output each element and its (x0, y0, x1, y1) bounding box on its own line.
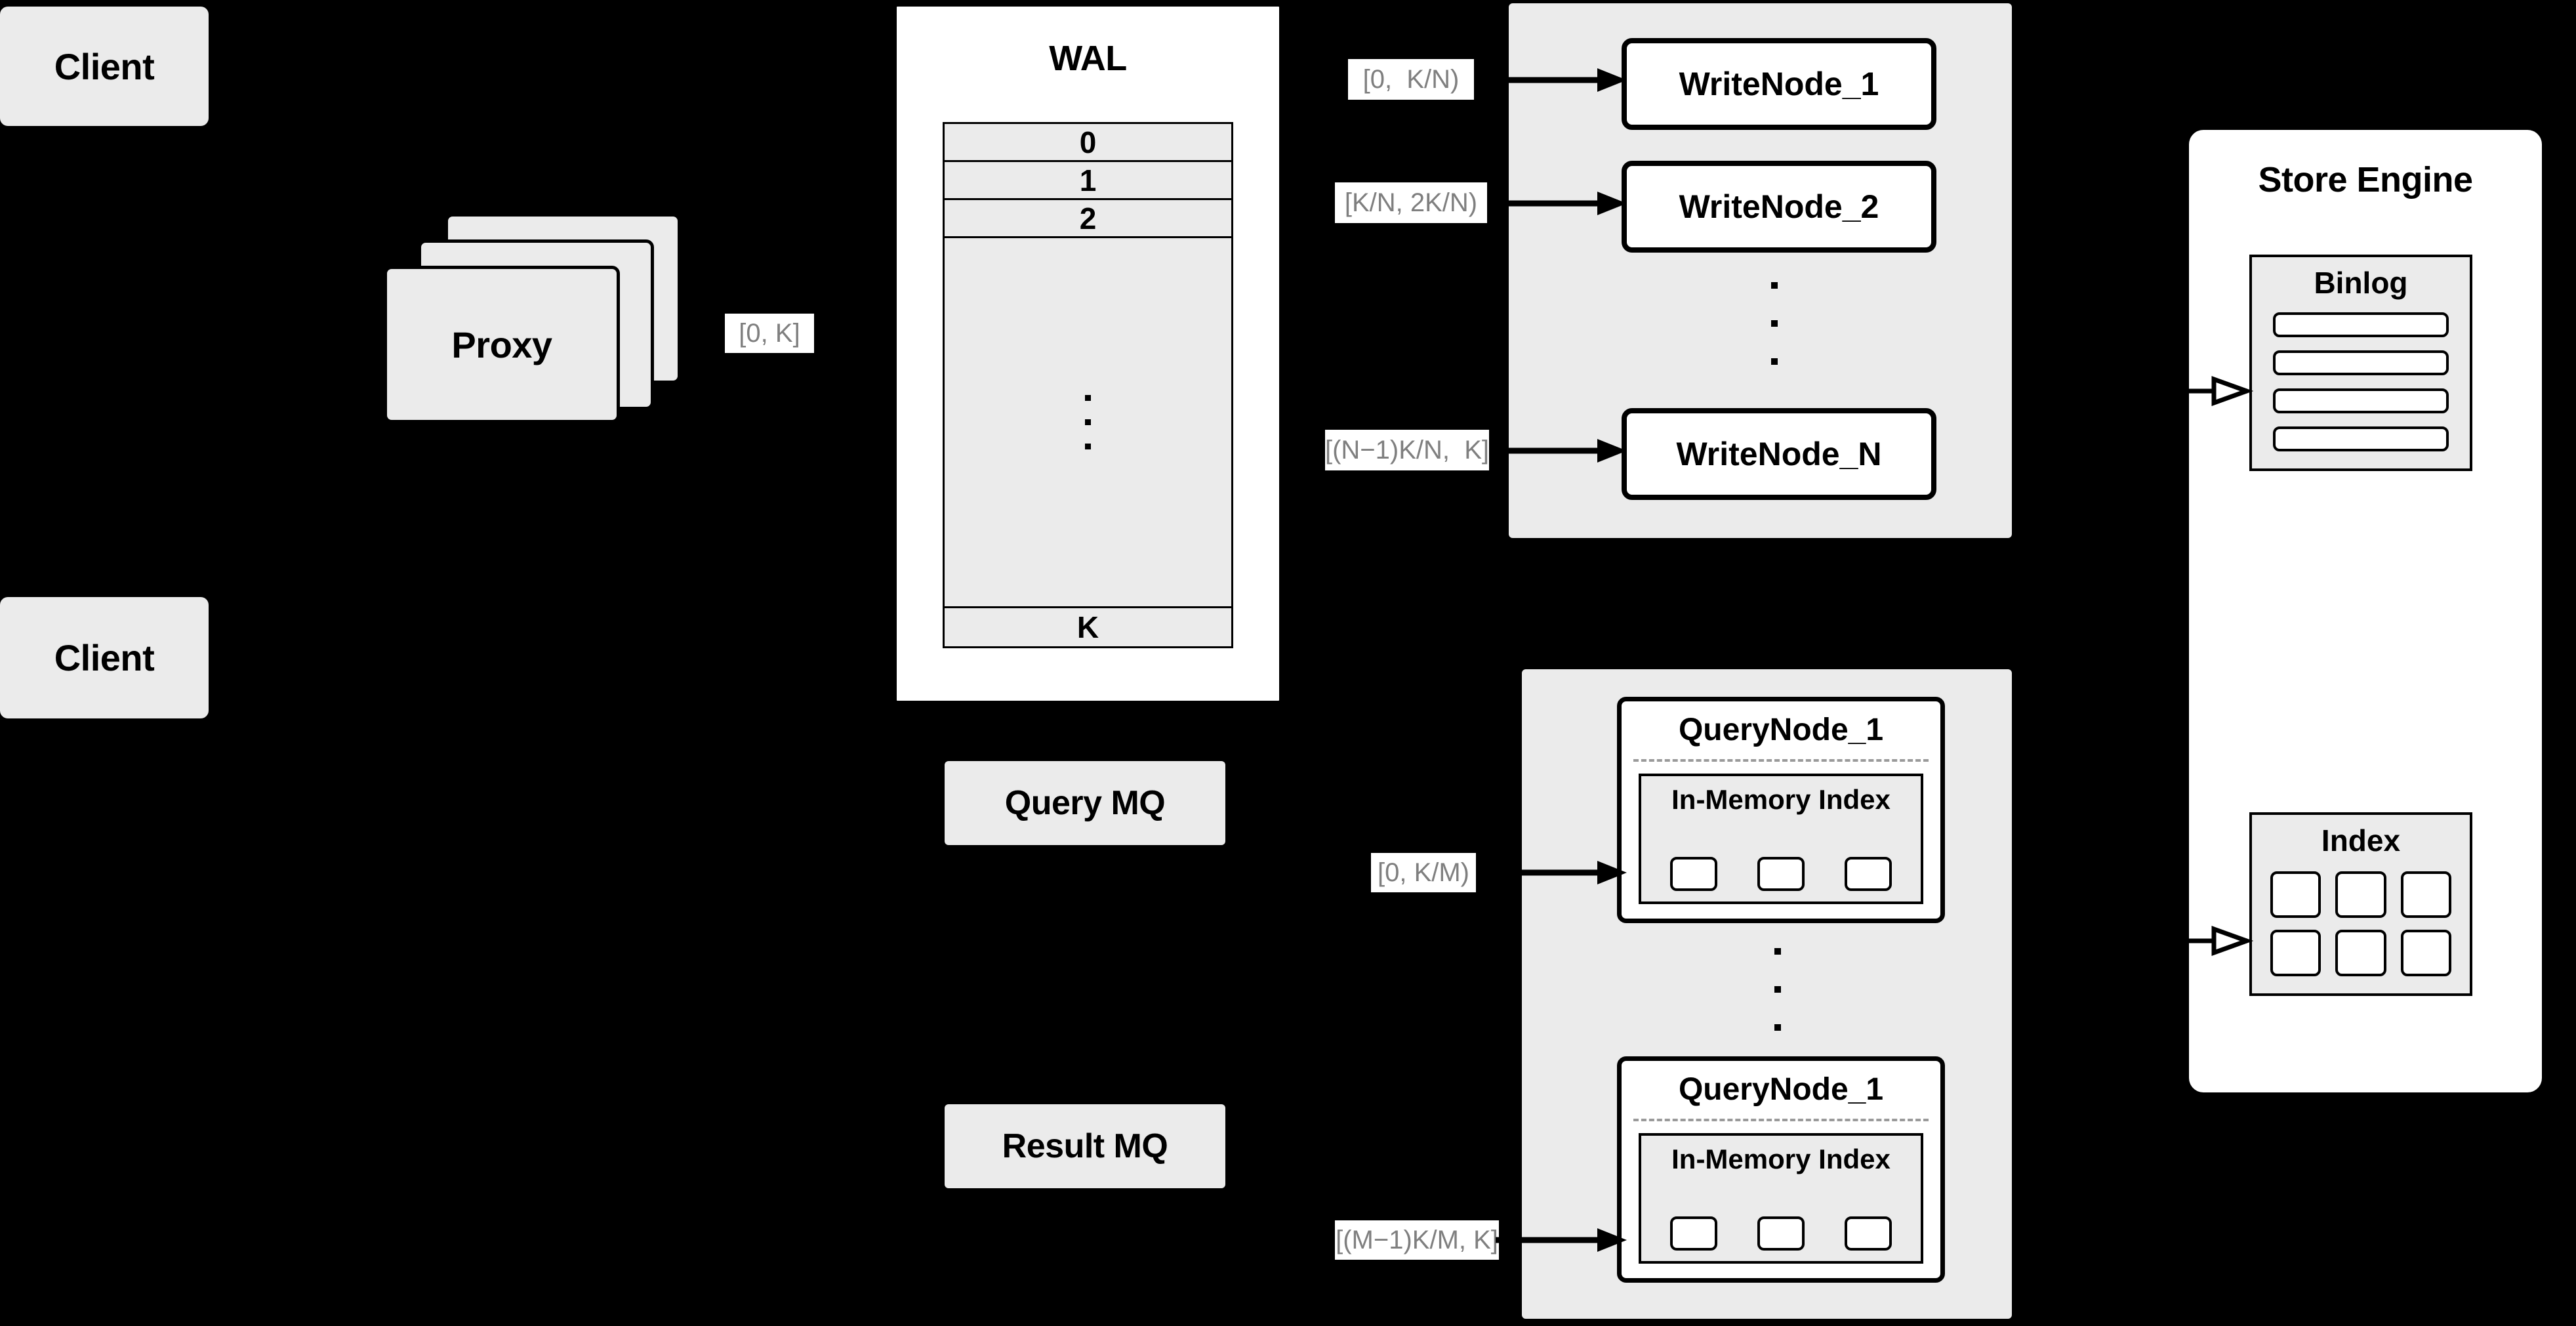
query-node-m-title: QueryNode_1 (1678, 1072, 1884, 1107)
proxy-box[interactable]: Proxy (384, 266, 620, 423)
vertical-ellipsis-icon (1771, 320, 1778, 327)
in-memory-index-1-slots (1654, 857, 1908, 891)
query-node-group: QueryNode_1 In-Memory Index QueryNode_1 … (1522, 669, 2012, 1319)
index-title: Index (2321, 823, 2401, 858)
query-node-m[interactable]: QueryNode_1 In-Memory Index (1617, 1056, 1945, 1283)
client-box-1[interactable]: Client (0, 7, 209, 126)
write-node-ellipsis (1771, 282, 1778, 365)
store-engine-title: Store Engine (2258, 160, 2473, 199)
query-node-m-divider (1633, 1119, 1929, 1121)
range-label-write-node-2-text: [K/N, 2K/N) (1344, 188, 1478, 217)
index-cell (2400, 871, 2451, 918)
result-mq-label: Result MQ (1002, 1127, 1168, 1165)
wal-table: 0 1 2 K (943, 122, 1233, 648)
index-cell (2335, 871, 2386, 918)
wal-title: WAL (1049, 39, 1127, 78)
query-node-1-divider (1633, 759, 1929, 762)
arrow-to-write-node-2 (1496, 192, 1627, 215)
write-node-n[interactable]: WriteNode_N (1622, 408, 1936, 500)
range-label-proxy-out: [0, K] (725, 314, 814, 353)
range-label-write-node-1-text: [0, K/N) (1362, 64, 1460, 94)
write-node-group: WriteNode_1 WriteNode_2 WriteNode_N (1509, 3, 2012, 538)
write-node-2-label: WriteNode_2 (1679, 188, 1879, 225)
index-slot (1757, 857, 1805, 891)
range-label-query-node-m-text: [(M−1)K/M, K] (1336, 1225, 1498, 1254)
range-label-proxy-out-text: [0, K] (739, 318, 800, 348)
wal-row: 0 (945, 124, 1231, 162)
wal-row: 1 (945, 162, 1231, 200)
client-box-2[interactable]: Client (0, 597, 209, 718)
query-node-ellipsis (1774, 948, 1781, 1031)
client-label-2: Client (54, 637, 155, 678)
range-label-write-node-n: [(N−1)K/N, K] (1325, 430, 1489, 470)
in-memory-index-m: In-Memory Index (1639, 1133, 1923, 1264)
index-box: Index (2249, 812, 2472, 996)
result-mq-box[interactable]: Result MQ (945, 1104, 1225, 1188)
index-cell (2335, 930, 2386, 976)
binlog-row (2273, 312, 2449, 337)
vertical-ellipsis-icon (1774, 1024, 1781, 1031)
store-engine-panel: Store Engine Binlog Index (2189, 130, 2542, 1092)
index-grid (2270, 871, 2451, 976)
write-node-1-label: WriteNode_1 (1679, 66, 1879, 102)
query-mq-box[interactable]: Query MQ (945, 761, 1225, 845)
index-cell (2400, 930, 2451, 976)
wal-panel: WAL 0 1 2 K (893, 3, 1282, 704)
binlog-title: Binlog (2314, 266, 2408, 300)
wal-row-last: K (1076, 610, 1099, 644)
vertical-ellipsis-icon (1771, 358, 1778, 365)
vertical-ellipsis-icon (1085, 395, 1091, 401)
range-label-write-node-1: [0, K/N) (1348, 59, 1474, 100)
index-slot (1845, 1216, 1892, 1251)
arrow-to-binlog (2181, 376, 2254, 406)
wal-row-ellipsis (945, 238, 1231, 608)
proxy-label: Proxy (451, 323, 552, 365)
in-memory-index-1-title: In-Memory Index (1671, 784, 1891, 815)
binlog-row (2273, 426, 2449, 451)
query-node-1-title: QueryNode_1 (1678, 713, 1884, 747)
write-node-1[interactable]: WriteNode_1 (1622, 38, 1936, 130)
index-slot (1845, 857, 1892, 891)
arrow-to-query-node-m (1496, 1228, 1627, 1252)
range-label-query-node-m: [(M−1)K/M, K] (1335, 1220, 1499, 1260)
index-slot (1669, 1216, 1717, 1251)
range-label-query-node-1: [0, K/M) (1371, 853, 1476, 892)
in-memory-index-m-slots (1654, 1216, 1908, 1251)
in-memory-index-m-title: In-Memory Index (1671, 1144, 1891, 1174)
vertical-ellipsis-icon (1085, 419, 1091, 425)
query-node-1[interactable]: QueryNode_1 In-Memory Index (1617, 697, 1945, 923)
vertical-ellipsis-icon (1771, 282, 1778, 289)
in-memory-index-1: In-Memory Index (1639, 774, 1923, 904)
range-label-write-node-n-text: [(N−1)K/N, K] (1324, 435, 1490, 465)
index-cell (2270, 871, 2321, 918)
query-mq-label: Query MQ (1004, 784, 1166, 822)
wal-row: 2 (945, 200, 1231, 238)
arrow-to-index (2181, 926, 2254, 956)
binlog-row (2273, 350, 2449, 375)
write-node-n-label: WriteNode_N (1676, 436, 1882, 472)
client-label-1: Client (54, 45, 155, 87)
arrow-to-query-node-1 (1496, 861, 1627, 884)
binlog-box: Binlog (2249, 255, 2472, 471)
index-slot (1669, 857, 1717, 891)
vertical-ellipsis-icon (1085, 444, 1091, 449)
range-label-query-node-1-text: [0, K/M) (1377, 858, 1470, 887)
binlog-rows (2273, 312, 2449, 451)
arrow-to-write-node-1 (1496, 68, 1627, 92)
index-cell (2270, 930, 2321, 976)
vertical-ellipsis-icon (1774, 986, 1781, 993)
arrow-to-write-node-n (1496, 439, 1627, 463)
write-node-2[interactable]: WriteNode_2 (1622, 161, 1936, 253)
range-label-write-node-2: [K/N, 2K/N) (1335, 182, 1487, 223)
binlog-row (2273, 388, 2449, 413)
index-slot (1757, 1216, 1805, 1251)
vertical-ellipsis-icon (1774, 948, 1781, 955)
